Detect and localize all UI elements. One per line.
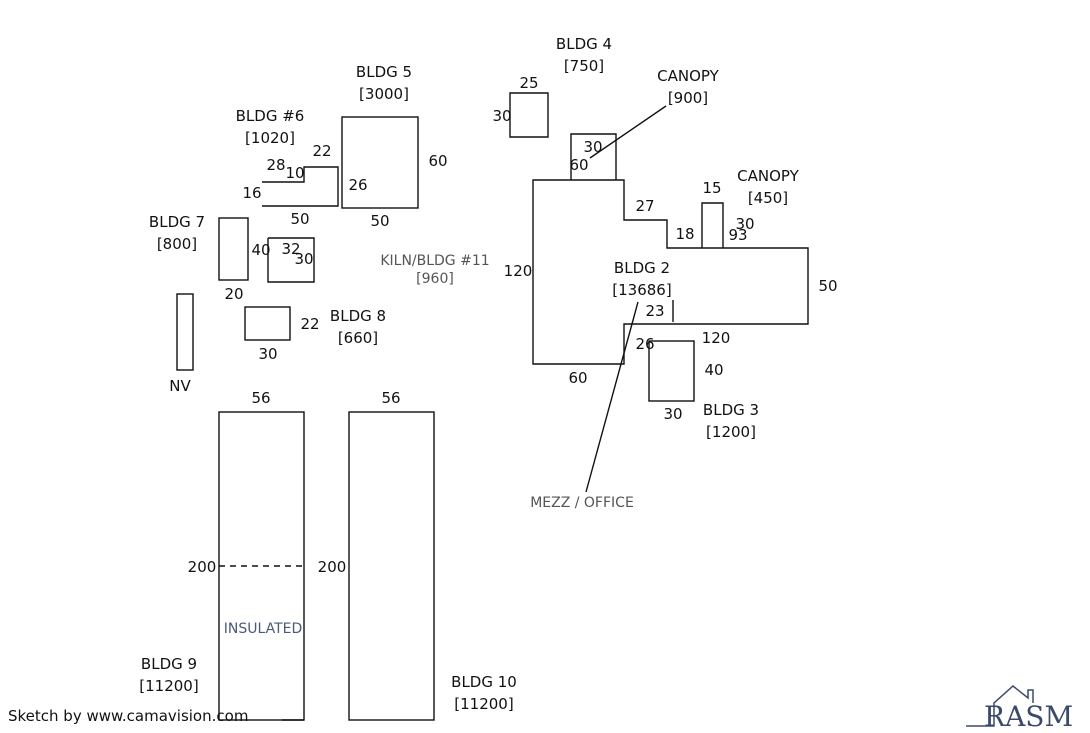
bldg9-name: BLDG 9 [141,655,197,673]
bldg5-area: [3000] [359,85,409,103]
bldg6-dim-50: 50 [290,210,309,228]
mezz-office-label: MEZZ / OFFICE [530,495,634,511]
bldg2-outline [532,179,809,365]
bldg10-dim-top: 56 [381,389,400,407]
bldg5-outline [341,116,419,209]
kiln-name: KILN/BLDG #11 [380,253,489,269]
house-roof-icon [966,685,1034,727]
bldg7-dim-bottom: 20 [224,285,243,303]
bldg5-group: BLDG 5 [3000] 60 50 [341,63,448,230]
canopy2-area: [450] [748,189,788,207]
bldg2-dim-50: 50 [818,277,837,295]
canopy2-group: CANOPY [450] 93 30 [728,167,799,244]
bldg5-dim-bottom: 50 [370,212,389,230]
bldg10-name: BLDG 10 [451,673,517,691]
bldg7-group: BLDG 7 [800] 40 20 [149,213,271,303]
kiln-dim-30: 30 [294,250,313,268]
canopy2-name: CANOPY [737,167,799,185]
kiln-outline [267,237,315,283]
rasm-logo-text: RASM [984,700,1074,733]
bldg3-area: [1200] [706,423,756,441]
bldg4-area: [750] [564,57,604,75]
kiln-group: 32 30 KILN/BLDG #11 [960] [267,237,490,287]
canopy2-dim-93: 93 [728,226,747,244]
bldg9-dim-left: 200 [188,558,217,576]
bldg6-name: BLDG #6 [236,107,305,125]
bldg8-dim-bottom: 30 [258,345,277,363]
insulated-label: INSULATED [224,621,303,637]
bldg4-dim-left: 30 [492,107,511,125]
bldg10-group: 56 200 BLDG 10 [11200] [318,389,517,721]
bldg6-dim-22: 22 [312,142,331,160]
bldg6-group: BLDG #6 [1020] 28 10 22 16 26 50 [236,107,368,228]
bldg2-dim-18: 18 [675,225,694,243]
canopy2-dim-30: 30 [735,215,754,233]
bldg4-group: BLDG 4 [750] 25 30 [492,35,612,138]
bldg4-name: BLDG 4 [556,35,612,53]
bldg8-outline [244,306,291,341]
canopy1-name: CANOPY [657,67,719,85]
nv-label: NV [169,377,191,395]
bldg2-dim-27: 27 [635,197,654,215]
bldg2-dim-60-bottom: 60 [568,369,587,387]
bldg7-name: BLDG 7 [149,213,205,231]
bldg5-name: BLDG 5 [356,63,412,81]
bldg6-dim-10: 10 [285,164,304,182]
bldg6-dim-26: 26 [348,176,367,194]
bldg10-area: [11200] [454,695,513,713]
nv-outline [176,293,194,371]
canopy1-leader [589,105,667,159]
bldg6-dim-28: 28 [266,156,285,174]
bldg3-dim-bottom: 30 [663,405,682,423]
bldg8-name: BLDG 8 [330,307,386,325]
bldg8-dim-right: 22 [300,315,319,333]
bldg6-area: [1020] [245,129,295,147]
canopy1-group: CANOPY [900] [589,67,720,159]
bldg9-group: 56 200 INSULATED BLDG 9 [11200] [139,389,305,721]
kiln-dim-32: 32 [281,240,300,258]
sketch-credit: Sketch by www.camavision.com [8,707,249,725]
bldg2-dim-60a: 60 [569,156,588,174]
bldg6-dim-16: 16 [242,184,261,202]
bldg2-dim-26: 26 [635,335,654,353]
bldg3-outline [648,340,695,402]
bldg7-area: [800] [157,235,197,253]
bldg2-dim-15: 15 [702,179,721,197]
mezz-office-leader [585,301,639,493]
bldg7-dim-right: 40 [251,241,270,259]
bldg2-area: [13686] [612,281,671,299]
bldg4-outline [509,92,549,138]
mezz-office-group: MEZZ / OFFICE [530,301,639,511]
canopy1-area: [900] [668,89,708,107]
bldg9-dim-top: 56 [251,389,270,407]
bldg6-outline [262,166,339,207]
kiln-area: [960] [416,271,454,287]
bldg2-dim-120-bottom: 120 [702,329,731,347]
bldg10-outline [348,411,435,721]
bldg8-area: [660] [338,329,378,347]
bldg2-dim-23: 23 [645,302,664,320]
bldg7-outline [218,217,249,281]
bldg3-group: 40 30 BLDG 3 [1200] [648,340,759,441]
nv-group: NV [169,293,194,395]
bldg8-group: 22 30 BLDG 8 [660] [244,306,386,363]
rasm-logo-mark [966,685,1034,727]
canopy1-outline [570,133,617,180]
bldg4-dim-top: 25 [519,74,538,92]
bldg9-area: [11200] [139,677,198,695]
bldg5-dim-right: 60 [428,152,447,170]
bldg2-name: BLDG 2 [614,259,670,277]
bldg2-group: BLDG 2 [13686] 30 60 27 18 15 120 23 50 … [504,133,838,387]
bldg10-dim-left: 200 [318,558,347,576]
bldg3-dim-right: 40 [704,361,723,379]
bldg2-dim-30: 30 [583,138,602,156]
canopy2-outline [701,202,724,248]
bldg2-dim-120-left: 120 [504,262,533,280]
bldg3-name: BLDG 3 [703,401,759,419]
